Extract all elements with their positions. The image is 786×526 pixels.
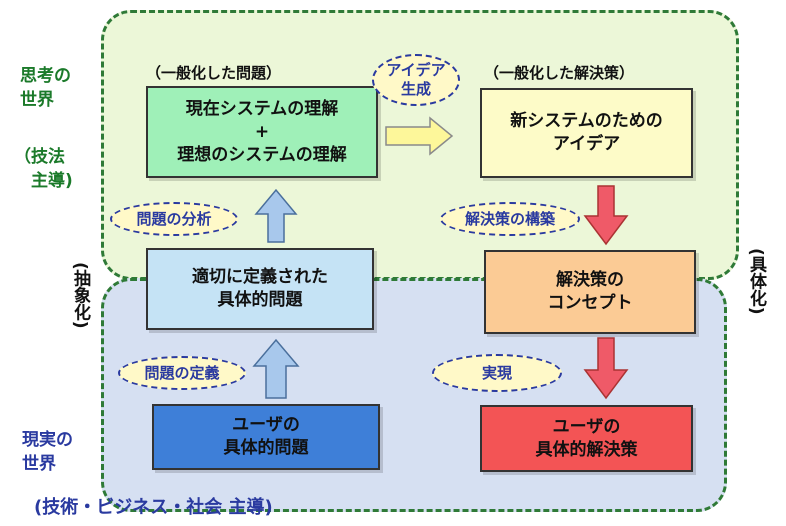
arrow-solution-building xyxy=(583,185,629,246)
realization-step: 実現 xyxy=(432,354,562,392)
user-solution-box: ユーザの 具体的解決策 xyxy=(480,405,693,472)
concretion-label: (具体化) xyxy=(746,248,766,315)
abstraction-label: (抽象化) xyxy=(70,262,90,329)
reality-world-label: 現実の 世界 xyxy=(22,430,73,474)
user-problem-box: ユーザの 具体的問題 xyxy=(152,404,380,470)
general-problem-caption: （一般化した問題） xyxy=(146,64,282,82)
thinking-world-label: 思考の 世界 xyxy=(20,66,71,110)
technology-led-label: (技術・ビジネス・社会 主導) xyxy=(34,497,273,518)
defined-problem-box: 適切に定義された 具体的問題 xyxy=(146,248,374,330)
method-led-label: （技法 主導) xyxy=(14,147,73,191)
idea-generation-step: アイデア 生成 xyxy=(372,54,460,106)
arrow-realization xyxy=(583,337,629,400)
problem-analysis-step: 問題の分析 xyxy=(110,202,238,236)
solution-building-step: 解決策の構築 xyxy=(440,202,580,236)
arrow-problem-analysis xyxy=(254,188,298,243)
solution-concept-box: 解決策の コンセプト xyxy=(484,250,696,334)
new-system-idea-box: 新システムのための アイデア xyxy=(480,88,693,178)
general-solution-caption: （一般化した解決策） xyxy=(484,64,635,82)
problem-definition-step: 問題の定義 xyxy=(118,356,246,390)
arrow-problem-definition xyxy=(252,338,300,399)
arrow-idea-generation xyxy=(385,116,454,156)
system-understanding-box: 現在システムの理解 + 理想のシステムの理解 xyxy=(146,86,378,178)
